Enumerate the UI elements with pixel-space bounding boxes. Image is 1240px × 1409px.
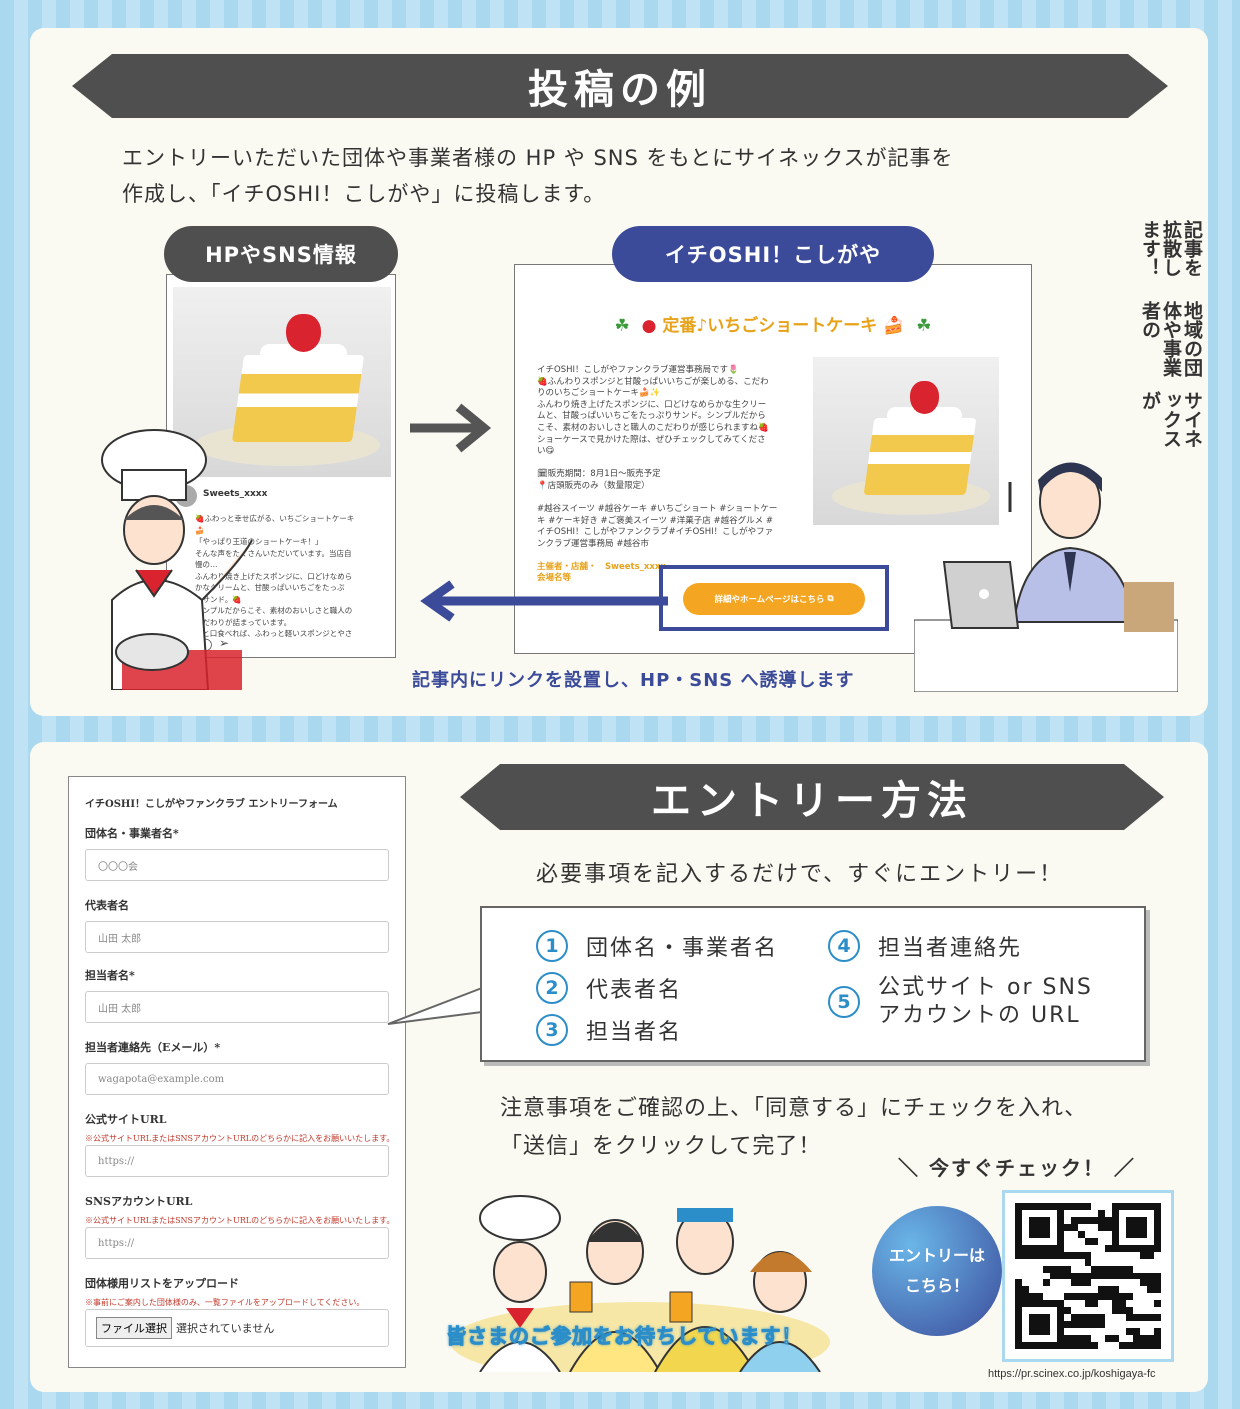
- sns-post-line: ふんわり焼き上げたスポンジに、口どけなめら: [195, 571, 353, 581]
- entry-method-panel: イチOSHI！こしがやファンクラブ エントリーフォーム 団体名・事業者名* 〇〇…: [30, 742, 1208, 1392]
- intro-line-1: エントリーいただいた団体や事業者様の HP や SNS をもとにサイネックスが記…: [122, 146, 954, 170]
- intro-line-2: 作成し、「イチOSHI！こしがや」に投稿します。: [122, 182, 606, 206]
- clover-icon: ☘: [614, 316, 630, 336]
- field-label-representative: 代表者名: [85, 899, 129, 912]
- field-label-sns: SNSアカウントURL: [85, 1195, 193, 1208]
- article-body: イチOSHI！こしがやファンクラブ運営事務局です🌷🍓ふんわりスポンジと甘酸っぱい…: [537, 365, 817, 551]
- field-label-upload: 団体様用リストをアップロード: [85, 1277, 239, 1290]
- hp-sns-info-pill: HPやSNS情報: [164, 226, 398, 282]
- article-body-line: ンクラブ運営事務局 #越谷市: [537, 538, 649, 549]
- sns-post-text: 🍓ふわっと幸せ広がる、いちごショートケーキ 🍰 「やっぱり王道のショートケーキ！」そ…: [195, 513, 391, 640]
- article-body-line: ショーケースで見かけた際は、ぜひチェックしてみてくださ: [537, 434, 766, 445]
- article-cake-photo: [813, 357, 999, 525]
- article-body-line: ふんわり焼き上げたスポンジに、口どけなめらかな生クリー: [537, 399, 767, 410]
- detail-homepage-button[interactable]: 詳細やホームページはこちら ⧉: [683, 583, 865, 615]
- sns-note: ※公式サイトURLまたはSNSアカウントURLのどちらかに記入をお願いいたします…: [85, 1216, 395, 1225]
- entry-subtitle: 必要事項を記入するだけで、すぐにエントリー！: [536, 862, 1064, 887]
- article-body-line: りのいちごショートケーキ🍰✨: [537, 388, 661, 399]
- article-body-line: 🗓販売期間：8月1日〜販売予定: [537, 469, 661, 480]
- notice-text: 注意事項をご確認の上、「同意する」にチェックを入れ、 「送信」をクリックして完了…: [500, 1096, 1088, 1159]
- bottom-caption: 記事内にリンクを設置し、HP・SNS へ誘導します: [412, 670, 855, 691]
- sns-post-line: 🍰: [195, 525, 205, 535]
- file-select-button[interactable]: ファイル選択: [96, 1317, 172, 1339]
- email-input[interactable]: wagapota@example.com: [85, 1063, 389, 1095]
- article-body-line: 📍店頭販売のみ（数量限定）: [537, 480, 650, 491]
- article-body-line: イチOSHI！こしがやファンクラブ運営事務局です🌷: [537, 365, 739, 375]
- share-icon[interactable]: ➢: [219, 636, 230, 650]
- sns-post-card: Sweets_xxxx 🍓ふわっと幸せ広がる、いちごショートケーキ 🍰 「やっぱり王…: [166, 274, 396, 658]
- strawberry-icon: ●: [641, 316, 657, 336]
- ichioshi-pill: イチOSHI！こしがや: [612, 226, 934, 282]
- qr-code[interactable]: [1002, 1190, 1174, 1362]
- entry-here-badge[interactable]: エントリーは こちら！: [872, 1206, 1002, 1336]
- external-link-icon: ⧉: [827, 594, 834, 604]
- field-label-website: 公式サイトURL: [85, 1113, 167, 1126]
- field-label-email: 担当者連絡先（Eメール）*: [85, 1041, 221, 1054]
- sns-post-line: シンプルだからこそ、素材のおいしさと職人の: [195, 606, 353, 615]
- entry-form: イチOSHI！こしがやファンクラブ エントリーフォーム 団体名・事業者名* 〇〇…: [68, 776, 406, 1368]
- sns-post-line: ひと口食べれば、ふわっと軽いスポンジとやさ: [195, 629, 353, 638]
- article-heading: ☘ ● 定番♪いちごショートケーキ 🍰 ☘: [614, 316, 932, 336]
- article-body-line: イチOSHI！こしがやファンクラブ#イチOSHI！こしがやファ: [537, 527, 774, 538]
- sns-post-line: 🍓ふわっと幸せ広がる、いちごショートケーキ: [195, 514, 355, 523]
- organization-input[interactable]: 〇〇〇会: [85, 849, 389, 881]
- representative-input[interactable]: 山田 太郎: [85, 921, 389, 953]
- website-url-input[interactable]: https://: [85, 1145, 389, 1177]
- field-label-organization: 団体名・事業者名*: [85, 827, 179, 840]
- field-label-contact-person: 担当者名*: [85, 969, 135, 982]
- article-body-line: [537, 458, 817, 470]
- sns-post-line: りサンド。🍓: [195, 594, 242, 604]
- group-illustration: [450, 1195, 830, 1372]
- organizer-info: 主催者・店舗・ Sweets_xxxx 会場名等: [537, 562, 666, 583]
- upload-note: ※事前にご案内した団体様のみ、一覧ファイルをアップロードしてください。: [85, 1298, 365, 1307]
- posting-example-panel: 投稿の例 エントリーいただいた団体や事業者様の HP や SNS をもとにサイネ…: [30, 28, 1208, 716]
- sns-username: Sweets_xxxx: [203, 489, 268, 499]
- contact-person-input[interactable]: 山田 太郎: [85, 991, 389, 1023]
- sns-url-input[interactable]: https://: [85, 1227, 389, 1259]
- entry-method-title: エントリー方法: [460, 764, 1164, 830]
- chef-illustration: [101, 429, 253, 690]
- arrow-right-icon: [410, 403, 492, 453]
- businessman-illustration: [914, 462, 1178, 692]
- check-now-label: ＼ 今すぐチェック！ ／: [898, 1156, 1136, 1180]
- cake-icon: 🍰: [883, 316, 905, 336]
- website-note: ※公式サイトURLまたはSNSアカウントURLのどちらかに記入をお願いいたします…: [85, 1134, 395, 1143]
- article-card: ☘ ● 定番♪いちごショートケーキ 🍰 ☘ イチOSHI！こしがやファンクラブ運…: [514, 264, 1032, 654]
- vertical-caption: サイネックスが 地域の団体や事業者の 記事を拡散します！: [1139, 220, 1203, 449]
- clover-icon: ☘: [916, 316, 932, 336]
- form-title: イチOSHI！こしがやファンクラブ エントリーフォーム: [85, 799, 338, 810]
- article-body-line: い😋: [537, 446, 555, 457]
- sns-post-line: 慢の…: [195, 560, 218, 569]
- sns-post-line: かなクリームと、甘酸っぱいいちごをたっぷ: [195, 583, 345, 592]
- article-body-line: 🍓ふんわりスポンジと甘酸っぱいいちごが楽しめる、こだわ: [537, 376, 769, 387]
- file-upload-field: ファイル選択 選択されていません: [85, 1309, 389, 1347]
- article-body-line: こそ、素材のおいしさと職人のこだわりが感じられますね🍓: [537, 422, 769, 433]
- article-body-line: [537, 493, 817, 505]
- file-status: 選択されていません: [176, 1322, 275, 1335]
- arrow-left-icon: [420, 580, 668, 622]
- cake-photo: [173, 287, 391, 477]
- welcome-message: 皆さまのご参加をお待ちしています！: [445, 1324, 803, 1349]
- entry-url[interactable]: https://pr.scinex.co.jp/koshigaya-fc: [988, 1368, 1156, 1380]
- article-body-line: #越谷スイーツ #越谷ケーキ #いちごショート #ショートケー: [537, 504, 778, 515]
- sns-post-line: 「やっぱり王道のショートケーキ！」: [195, 537, 323, 546]
- article-body-line: キ #ケーキ好き #ご褒美スイーツ #洋菓子店 #越谷グルメ #: [537, 515, 773, 526]
- article-body-line: ムと、甘酸っぱいいちごをたっぷりサンド。シンプルだから: [537, 411, 766, 422]
- sns-post-line: そんな声をたくさんいただいています。当店自: [195, 548, 352, 558]
- bubble-pointer: [387, 986, 483, 1025]
- sns-post-line: こだわりが詰まっています。: [195, 617, 292, 627]
- section-title: 投稿の例: [72, 54, 1168, 118]
